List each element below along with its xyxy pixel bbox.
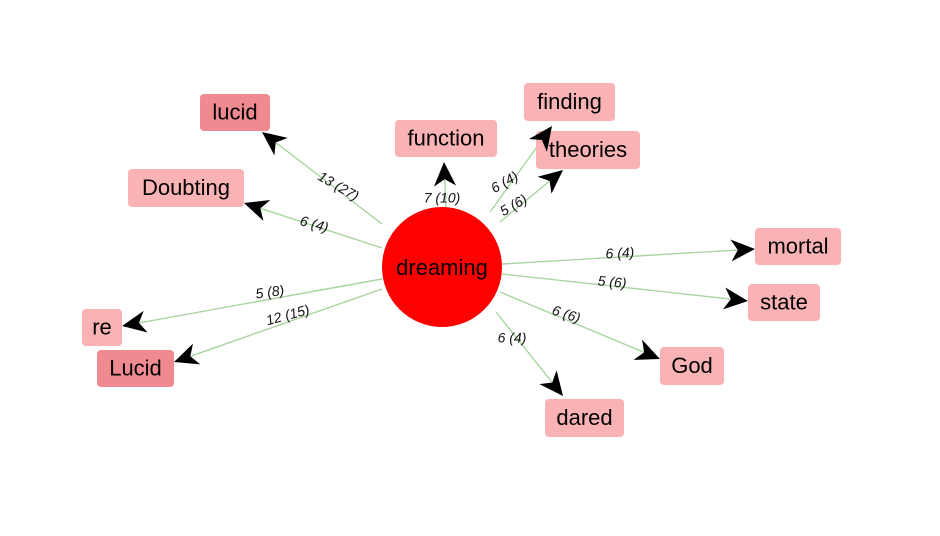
arrow-head-dared	[539, 370, 563, 396]
node-lucid2[interactable]: Lucid	[97, 350, 174, 387]
arrows-layer	[122, 132, 755, 396]
node-re[interactable]: re	[82, 309, 122, 346]
node-label-lucid: lucid	[212, 99, 257, 124]
node-label-finding: finding	[537, 89, 602, 114]
node-box-state[interactable]	[748, 284, 820, 321]
node-mortal[interactable]: mortal	[755, 228, 841, 265]
edge-lucid2	[190, 288, 383, 357]
node-box-lucid[interactable]	[200, 94, 270, 131]
node-label-re: re	[92, 314, 112, 339]
node-box-doubting[interactable]	[128, 169, 244, 207]
node-label-dared: dared	[556, 405, 612, 430]
node-doubting[interactable]: Doubting	[128, 169, 244, 207]
arrow-head-re	[122, 310, 148, 333]
edge-label-re: 5 (8)	[254, 282, 285, 302]
node-label-lucid2: Lucid	[109, 355, 162, 380]
arrow-head-theories	[537, 170, 563, 194]
edge-god	[499, 291, 644, 353]
node-box-theories[interactable]	[536, 131, 640, 169]
arrow-head-lucid	[262, 132, 288, 156]
node-theories[interactable]: theories	[536, 131, 640, 169]
node-god[interactable]: God	[660, 347, 724, 385]
edge-state	[501, 273, 731, 300]
arrow-head-state	[722, 287, 748, 310]
arrow-head-doubting	[244, 199, 271, 221]
edge-lucid	[275, 142, 383, 225]
edge-doubting	[260, 207, 383, 249]
edges-layer	[139, 140, 738, 383]
node-label-function: function	[407, 125, 484, 150]
node-box-mortal[interactable]	[755, 228, 841, 265]
edge-function	[444, 179, 447, 209]
edge-theories	[499, 180, 550, 223]
arrow-head-finding	[529, 126, 552, 152]
node-label-theories: theories	[549, 137, 627, 162]
node-label-mortal: mortal	[767, 233, 828, 258]
node-box-function[interactable]	[395, 120, 497, 157]
center-node-circle[interactable]	[382, 207, 502, 327]
edge-label-doubting: 6 (4)	[298, 212, 330, 235]
node-state[interactable]: state	[748, 284, 820, 321]
edge-label-lucid2: 12 (15)	[264, 301, 311, 328]
node-box-lucid2[interactable]	[97, 350, 174, 387]
arrow-head-mortal	[730, 239, 755, 262]
edge-mortal	[501, 249, 738, 265]
node-box-dared[interactable]	[545, 399, 624, 437]
center-node[interactable]: dreaming	[382, 207, 502, 327]
node-function[interactable]: function	[395, 120, 497, 157]
node-label-state: state	[760, 289, 808, 314]
node-lucid[interactable]: lucid	[200, 94, 270, 131]
arrow-head-function	[434, 162, 457, 187]
edge-label-god: 6 (6)	[550, 302, 582, 326]
edge-finding	[489, 140, 543, 213]
edge-re	[139, 278, 383, 324]
node-dared[interactable]: dared	[545, 399, 624, 437]
edge-label-state: 5 (6)	[597, 272, 627, 290]
arrow-head-lucid2	[174, 343, 201, 365]
node-finding[interactable]: finding	[524, 83, 615, 121]
edge-dared	[495, 311, 553, 383]
edge-labels-layer: 13 (27)7 (10)6 (4)5 (6)6 (4)6 (4)5 (6)5 …	[254, 168, 634, 346]
node-label-god: God	[671, 353, 713, 378]
arrow-head-god	[633, 339, 660, 360]
node-box-god[interactable]	[660, 347, 724, 385]
node-box-finding[interactable]	[524, 83, 615, 121]
edge-label-mortal: 6 (4)	[605, 244, 635, 261]
node-box-re[interactable]	[82, 309, 122, 346]
center-node-label: dreaming	[396, 255, 488, 280]
edge-label-dared: 6 (4)	[498, 330, 527, 346]
node-label-doubting: Doubting	[142, 175, 230, 200]
edge-label-lucid: 13 (27)	[315, 168, 361, 204]
edge-label-function: 7 (10)	[424, 190, 461, 206]
